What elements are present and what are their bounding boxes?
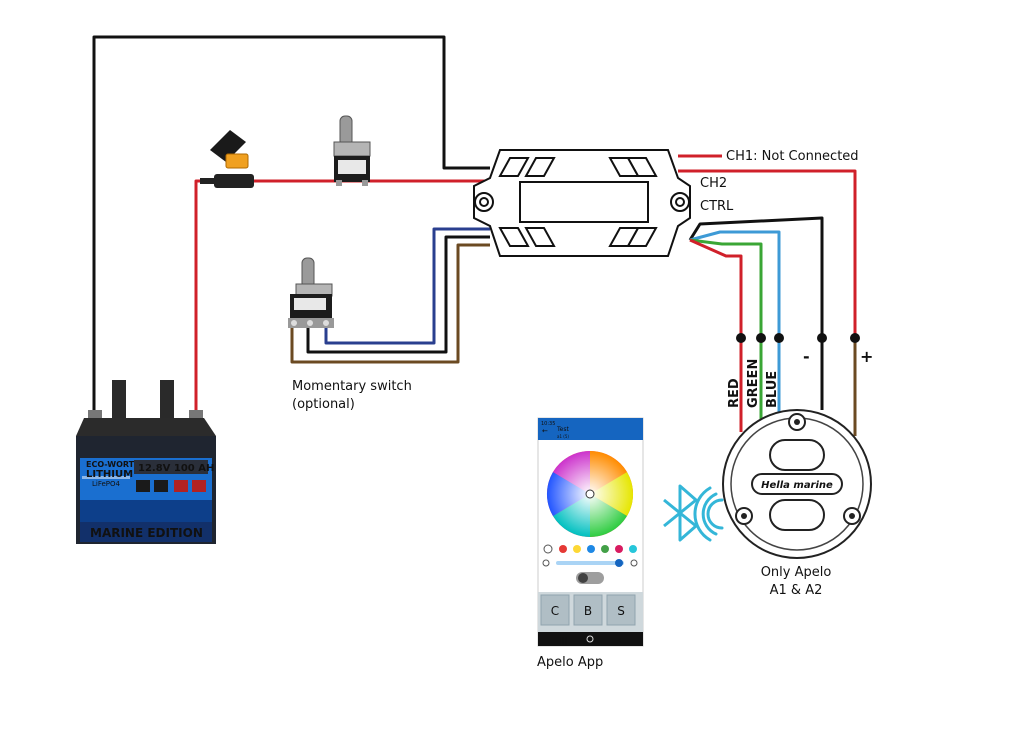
- light-model-label: Only Apelo: [761, 565, 832, 580]
- color-wheel: [546, 450, 634, 538]
- battery-brand: ECO-WORTHY: [86, 460, 147, 469]
- battery-rating-plate: [134, 460, 208, 474]
- app-status-time: 10:35: [541, 421, 555, 427]
- app-nav-bar: [538, 632, 643, 646]
- toggle-switch-main: [333, 115, 371, 186]
- app-subtitle: a1 (5): [557, 434, 569, 439]
- ch1-label: CH1: Not Connected: [726, 149, 859, 164]
- color-presets: [543, 544, 637, 554]
- momentary-optional-label: (optional): [292, 397, 355, 412]
- nav-home-icon: [586, 635, 594, 643]
- light-variant-label: A1 & A2: [770, 583, 823, 598]
- nav-back-icon: ‹: [618, 636, 622, 646]
- blue-wire: [689, 230, 781, 338]
- app-button-b: B: [584, 604, 592, 618]
- battery-positive-wire: [194, 179, 490, 420]
- signal-waves-icon: [693, 486, 724, 542]
- wires: [92, 35, 857, 436]
- battery-type: LITHIUM: [86, 469, 133, 480]
- fuse-holder: [200, 130, 254, 188]
- ctrl-label: CTRL: [700, 199, 734, 214]
- bluetooth-icon: [663, 484, 698, 542]
- plus-label: +: [860, 347, 873, 366]
- ch2-wire: [678, 169, 857, 338]
- green-wire-label: GREEN: [746, 359, 761, 408]
- junction-plus: [850, 333, 860, 343]
- junction-green: [756, 333, 766, 343]
- app-button-c: C: [551, 604, 559, 618]
- junction-blue: [774, 333, 784, 343]
- battery-badges: [136, 480, 206, 492]
- apelo-app-screenshot: ||| ‹: [537, 417, 644, 647]
- power-toggle: [576, 572, 604, 584]
- switch-navy-wire: [324, 227, 490, 345]
- app-button-s: S: [617, 604, 625, 618]
- momentary-switch-label: Momentary switch: [292, 379, 412, 394]
- app-header: [538, 418, 643, 440]
- nav-recents-icon: |||: [559, 636, 567, 645]
- junction-minus: [817, 333, 827, 343]
- minus-label: -: [803, 347, 810, 366]
- red-wire-label: RED: [727, 378, 742, 408]
- ch2-label: CH2: [700, 176, 727, 191]
- controller-module: [473, 149, 691, 257]
- battery-negative-wire: [92, 35, 490, 420]
- red-wire: [689, 238, 743, 338]
- ctrl-wire: [688, 216, 824, 338]
- green-wire: [689, 238, 763, 338]
- switch-black-wire: [306, 235, 490, 354]
- junction-dots: [736, 333, 860, 343]
- battery-rating: 12.8V 100 AH: [138, 463, 214, 474]
- app-caption: Apelo App: [537, 655, 603, 670]
- battery-edition: MARINE EDITION: [90, 526, 203, 540]
- blue-wire-label: BLUE: [765, 371, 780, 408]
- battery-chem: LiFePO4: [92, 480, 121, 488]
- switch-brown-wire: [290, 243, 490, 364]
- momentary-switch: [288, 257, 334, 328]
- apelo-light: [722, 409, 872, 559]
- hella-marine-logo: Hella marine: [761, 480, 833, 491]
- junction-red: [736, 333, 746, 343]
- app-back-icon: ←: [542, 427, 548, 435]
- brightness-slider: [542, 559, 638, 567]
- app-title: Test: [556, 426, 569, 433]
